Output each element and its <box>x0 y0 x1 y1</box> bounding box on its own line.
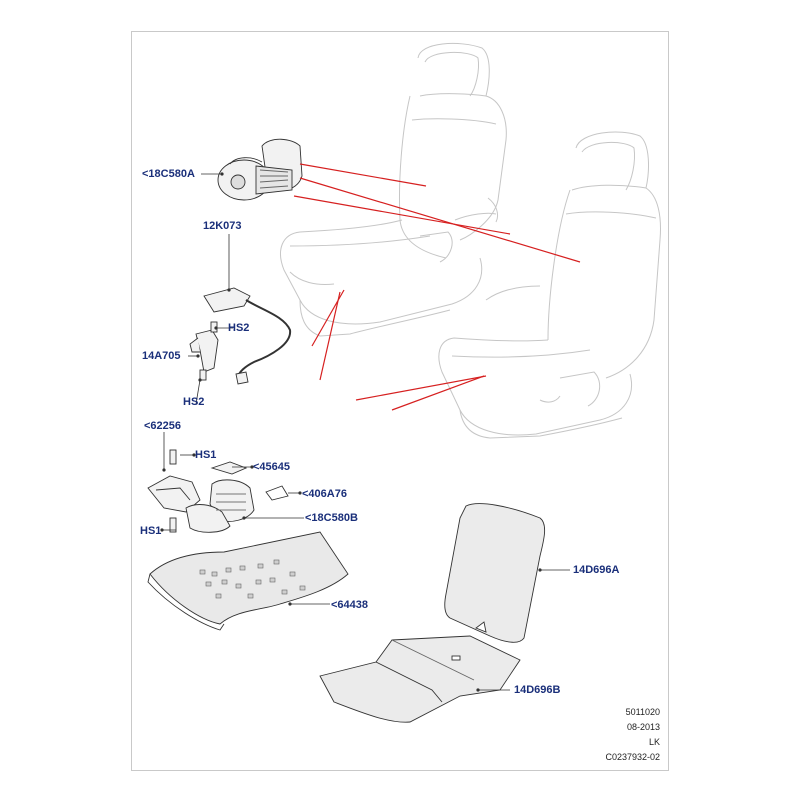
label-hs2-bottom: HS2 <box>183 396 205 408</box>
base-plate-64438 <box>147 531 349 631</box>
seat-right <box>438 131 661 439</box>
footer-code: 5011020 <box>625 707 660 717</box>
leader-dots <box>160 172 542 692</box>
harness-12k073 <box>203 287 292 385</box>
label-hs1-top: HS1 <box>195 449 217 461</box>
cushion-mat-14d696b <box>319 635 521 723</box>
footer-drawing-id: C0237932-02 <box>605 752 660 762</box>
footer-date: 08-2013 <box>626 722 660 732</box>
label-18c580b: <18C580B <box>305 512 358 524</box>
footer-initials: LK <box>648 737 660 747</box>
bracket-14a705 <box>189 321 219 381</box>
label-45645: <45645 <box>253 461 291 473</box>
blower-18c580a <box>217 138 303 201</box>
label-64438: <64438 <box>331 599 369 611</box>
label-406a76: <406A76 <box>302 488 347 500</box>
ducting-cluster <box>147 449 289 533</box>
label-18c580a: <18C580A <box>142 168 195 180</box>
label-14d696a: 14D696A <box>573 564 620 576</box>
label-14d696b: 14D696B <box>514 684 561 696</box>
label-14a705: 14A705 <box>142 350 181 362</box>
backrest-mat-14d696a <box>444 503 546 643</box>
label-hs2-top: HS2 <box>228 322 250 334</box>
leader-lines <box>162 173 570 691</box>
label-62256: <62256 <box>144 420 182 432</box>
seat-left <box>280 42 507 337</box>
label-hs1-bottom: HS1 <box>140 525 162 537</box>
label-12k073: 12K073 <box>203 220 242 232</box>
location-pointers <box>293 163 581 411</box>
